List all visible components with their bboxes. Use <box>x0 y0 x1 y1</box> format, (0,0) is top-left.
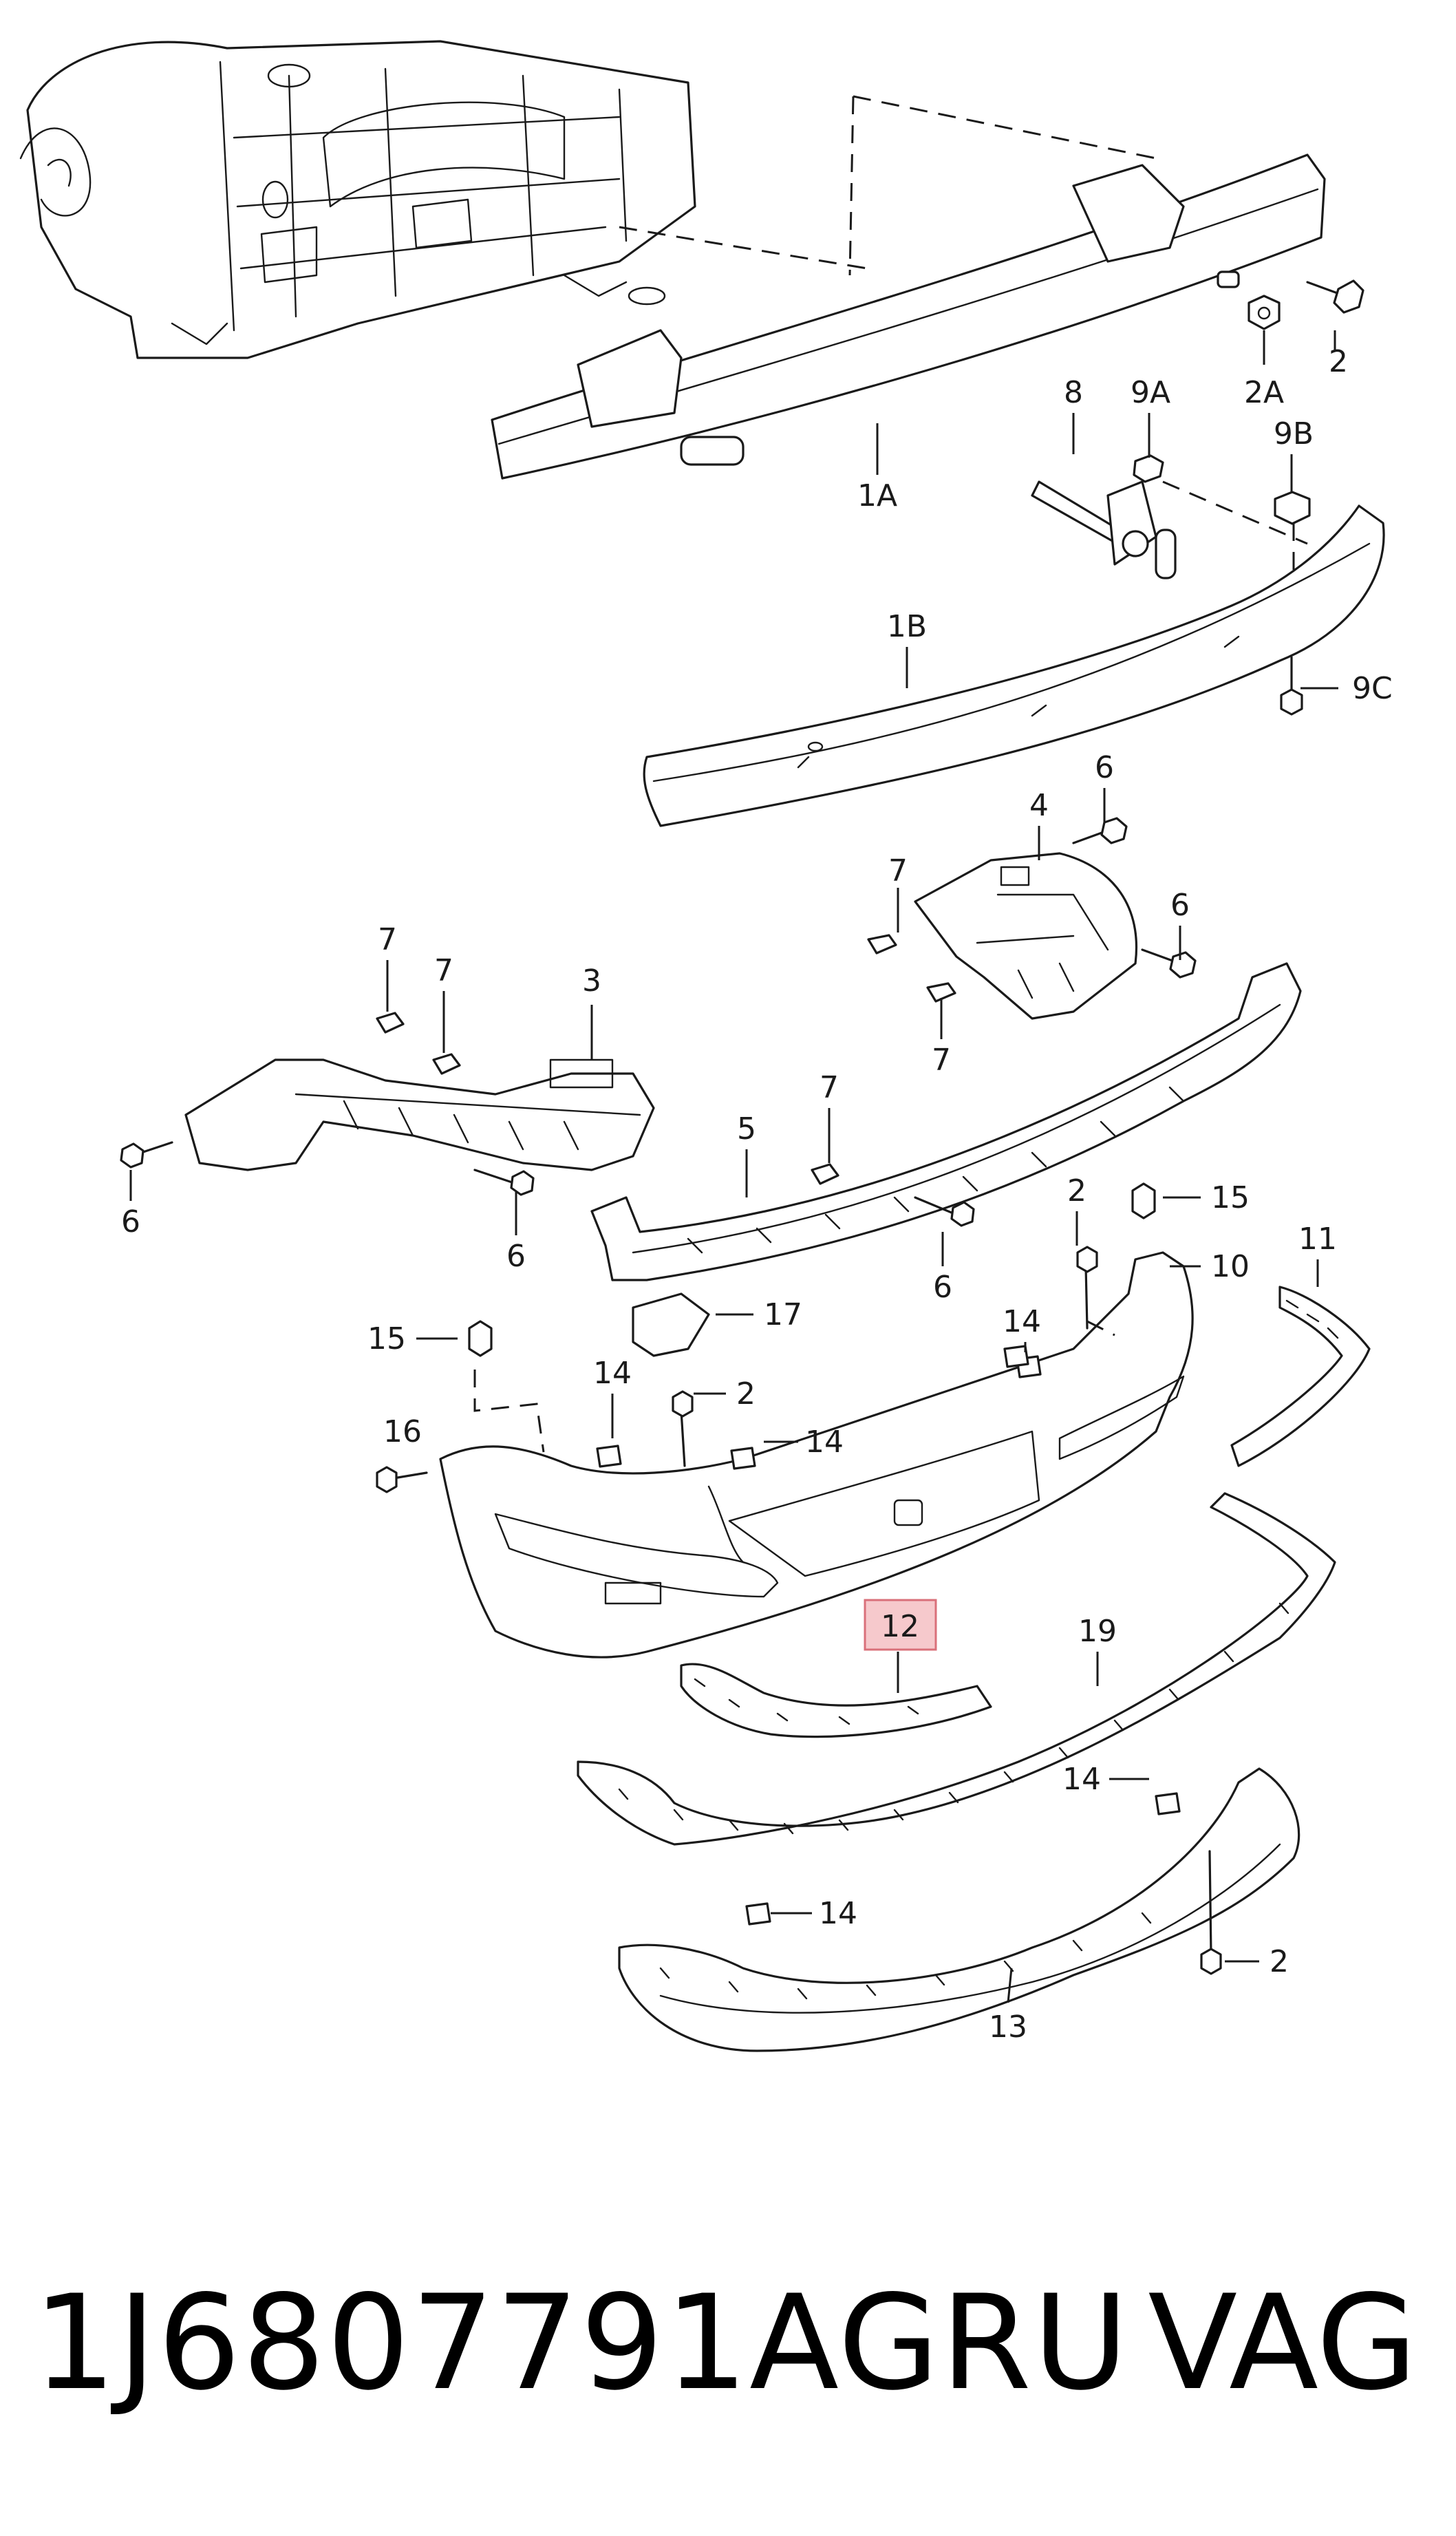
bumper-cover-10 <box>439 1251 1194 1659</box>
bolt-icon <box>914 1196 975 1227</box>
dashed-leader-line <box>853 95 1157 160</box>
bolt-icon <box>120 1141 173 1169</box>
callout-6: 6 <box>933 1270 952 1305</box>
part-number: 1J6807791AGRU <box>33 2267 1131 2419</box>
dashed-leader-line <box>848 96 855 276</box>
dashed-leader-line <box>473 1370 545 1453</box>
bolt-icon <box>1072 817 1128 844</box>
callout-14: 14 <box>819 1896 857 1931</box>
callout-15: 15 <box>367 1321 406 1356</box>
callout-2: 2 <box>1329 344 1348 379</box>
callout-6: 6 <box>121 1204 140 1239</box>
callout-7: 7 <box>378 922 397 957</box>
trim-strip-12 <box>680 1663 992 1738</box>
reinforcement-bar-1b <box>643 504 1385 827</box>
callout-2: 2 <box>1270 1944 1289 1979</box>
highlight-box <box>864 1599 937 1651</box>
callout-7: 7 <box>932 1043 951 1078</box>
callout-7: 7 <box>888 853 908 888</box>
leader-lines <box>129 330 1338 2003</box>
dashed-leader-line <box>619 226 868 270</box>
clip-icon <box>745 1345 1181 1926</box>
bracket-17 <box>632 1292 710 1357</box>
bolt-icon <box>473 1169 535 1196</box>
callout-2: 2 <box>1067 1173 1086 1208</box>
callout-6: 6 <box>1170 888 1190 923</box>
clip-icon <box>376 1012 461 1075</box>
callout-2: 2 <box>736 1376 756 1411</box>
bracket-4 <box>914 852 1138 1020</box>
callout-1B: 1B <box>887 609 927 644</box>
nut-icon <box>1248 295 1281 330</box>
callout-7: 7 <box>434 953 453 988</box>
callout-9A: 9A <box>1131 375 1170 410</box>
tow-bracket-8 <box>1031 480 1177 579</box>
callout-8: 8 <box>1064 375 1083 410</box>
callout-14: 14 <box>593 1356 632 1391</box>
clip-icon <box>867 934 956 1003</box>
callout-9C: 9C <box>1352 671 1393 706</box>
callout-11: 11 <box>1298 1222 1337 1257</box>
bumper-bar-1a <box>491 153 1326 480</box>
bolt-icon <box>1306 279 1364 314</box>
dashed-leader-line <box>1162 480 1308 545</box>
callout-10: 10 <box>1211 1249 1250 1284</box>
callout-14: 14 <box>1062 1762 1101 1797</box>
trim-strip-11 <box>1230 1286 1371 1467</box>
callout-7: 7 <box>820 1070 839 1105</box>
nut-icon <box>1274 491 1311 525</box>
bolt-icon <box>1133 454 1164 483</box>
callout-15: 15 <box>1211 1180 1250 1215</box>
callout-12: 12 <box>881 1609 919 1644</box>
bolt-icon <box>1280 656 1303 716</box>
bracket-3 <box>184 1058 655 1171</box>
clip-icon <box>811 1163 839 1185</box>
callout-labels: 1A 1B 2 2A 8 9A 9B 9C 4 6 6 7 7 7 7 3 6 … <box>121 344 1393 2045</box>
callout-1A: 1A <box>857 478 897 513</box>
callout-9B: 9B <box>1274 416 1314 451</box>
callout-17: 17 <box>764 1297 802 1332</box>
callout-16: 16 <box>383 1414 422 1449</box>
callout-14: 14 <box>805 1425 844 1460</box>
callout-13: 13 <box>989 2010 1027 2045</box>
callout-2A: 2A <box>1244 375 1284 410</box>
callout-4: 4 <box>1029 788 1049 823</box>
callout-19: 19 <box>1078 1614 1117 1649</box>
dashed-leader-line <box>1086 1320 1115 1336</box>
brand-name: VAG <box>1148 2267 1417 2419</box>
bolt-icon <box>1141 948 1197 979</box>
rear-body-structure <box>19 40 696 359</box>
carrier-5 <box>590 962 1302 1281</box>
bolt-icon <box>1200 1850 1222 1975</box>
bolt-icon <box>672 1246 1098 1467</box>
callout-5: 5 <box>737 1111 756 1147</box>
callout-6: 6 <box>1095 750 1114 785</box>
grille-strip-19 <box>577 1492 1336 1846</box>
callout-6: 6 <box>506 1239 526 1274</box>
clip-icon <box>376 1182 1156 1493</box>
callout-3: 3 <box>582 963 601 999</box>
spoiler-13 <box>618 1767 1300 2052</box>
callout-14: 14 <box>1003 1304 1041 1339</box>
